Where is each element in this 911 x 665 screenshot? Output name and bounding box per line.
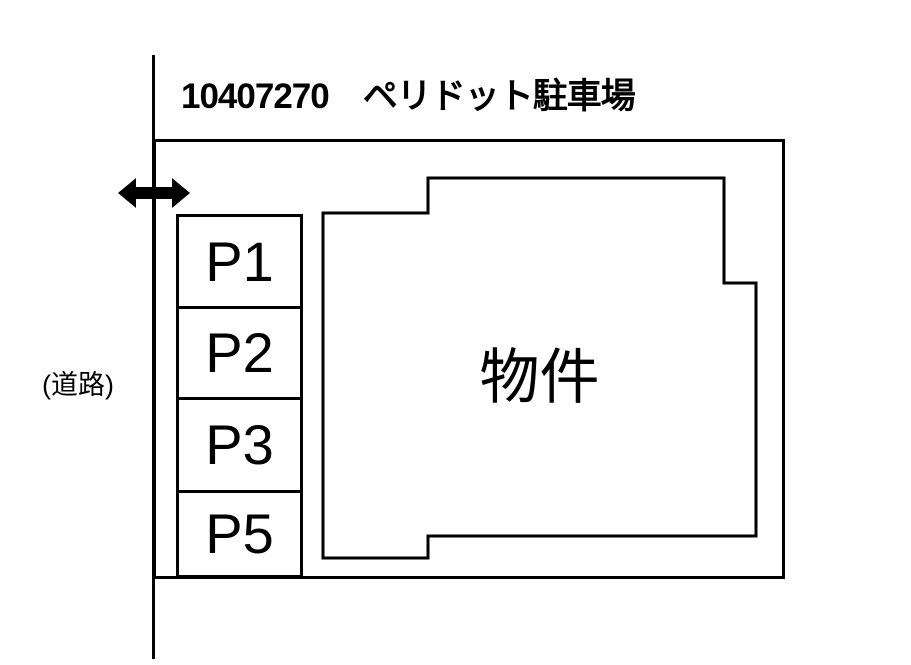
page-title: 10407270 ペリドット駐車場 [181, 77, 636, 116]
parking-space-p3: P3 [176, 397, 303, 493]
parking-space-p5: P5 [176, 490, 303, 578]
road-label: (道路) [42, 370, 114, 400]
parking-space-label: P1 [205, 229, 274, 293]
building-outline [321, 176, 758, 560]
parking-space-label: P3 [205, 413, 274, 476]
parking-space-p2: P2 [176, 306, 303, 400]
parking-space-label: P2 [205, 321, 274, 384]
double-arrow-icon [118, 178, 190, 208]
building-label: 物件 [479, 344, 600, 411]
parking-space-label: P5 [205, 502, 274, 565]
parking-space-p1: P1 [176, 214, 303, 309]
